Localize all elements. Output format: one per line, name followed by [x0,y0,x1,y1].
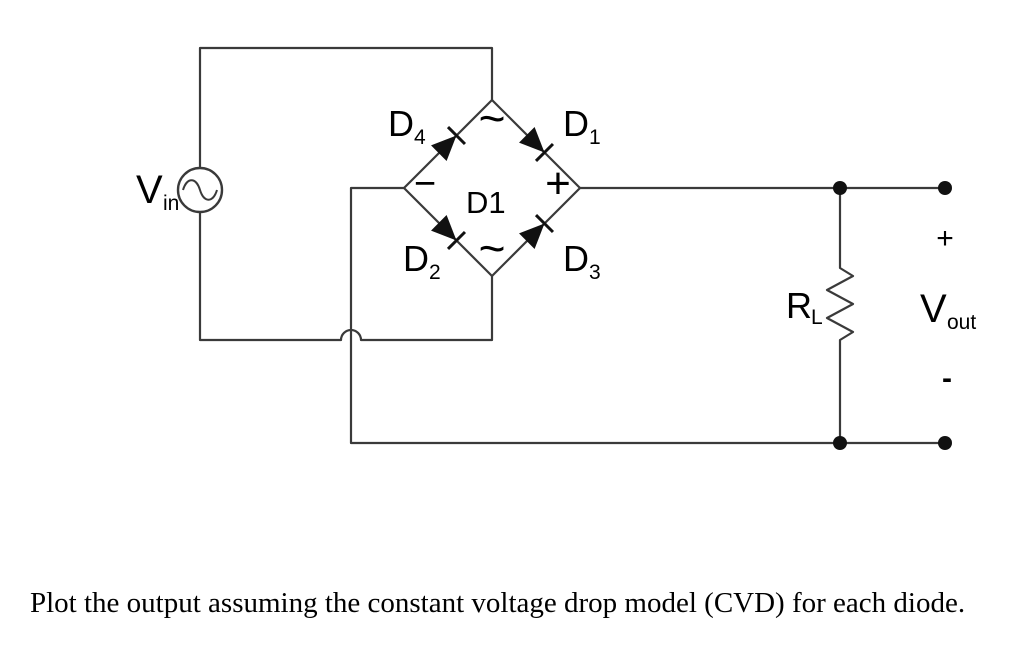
diode-d2-icon [431,215,467,251]
diode-d2-label-subscript: 2 [429,261,441,284]
terminal-dot-minus [938,436,952,450]
diode-d3-icon [519,213,555,249]
junction-dot [833,181,847,195]
wire-negative-rail [349,186,945,445]
diode-d4-icon [431,125,467,161]
load-resistor-label: R [786,285,812,326]
diode-d2-label: D [403,238,429,279]
diode-d4-label: D [388,103,414,144]
vout-minus-sign: - [942,362,952,395]
vout-label: V [920,287,947,331]
vin-label-subscript: in [163,192,179,215]
wires [176,46,945,445]
bridge-diodes [431,125,555,251]
bridge-diamond [402,98,582,278]
bridge-rectifier-circuit: V in D 4 D 1 D 2 D 3 D1 ~ ~ − + R L [136,46,976,450]
figure-caption: Plot the output assuming the constant vo… [30,587,966,619]
load-resistor [825,188,855,443]
vout-label-subscript: out [947,311,976,334]
junction-dot [833,436,847,450]
ac-tilde-bottom: ~ [479,222,506,274]
wire-top-loop [198,46,494,168]
diode-d1-icon [519,127,555,163]
circuit-labels: V in D 4 D 1 D 2 D 3 D1 ~ ~ − + R L [136,92,976,395]
sine-wave-icon [182,179,218,201]
diode-d1-label: D [563,103,589,144]
diode-d1-label-subscript: 1 [589,126,601,149]
junction-dots [833,181,952,450]
bridge-minus-sign: − [414,163,436,205]
ac-tilde-top: ~ [479,92,506,144]
load-resistor-label-subscript: L [811,306,823,329]
vin-label: V [136,168,163,212]
diode-d3-label-subscript: 3 [589,261,601,284]
bridge-center-label: D1 [466,185,506,220]
bridge-plus-sign: + [545,159,571,208]
diode-d3-label: D [563,238,589,279]
voltage-source [176,166,224,214]
diode-d4-label-subscript: 4 [414,126,426,149]
vout-plus-sign: + [936,222,954,255]
terminal-dot-plus [938,181,952,195]
